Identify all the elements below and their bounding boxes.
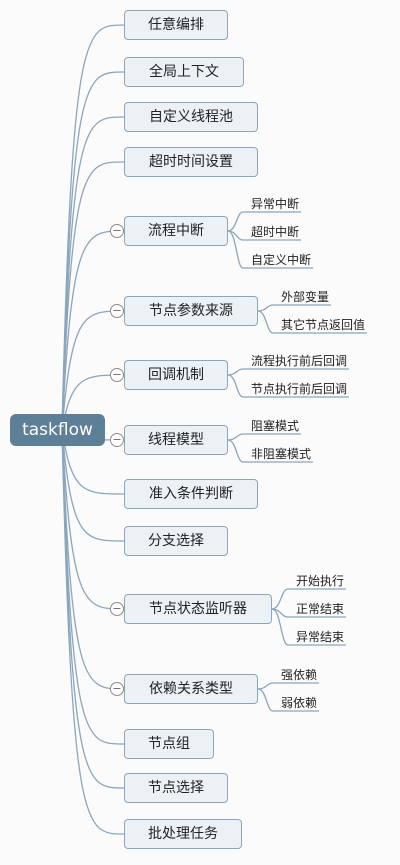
- topic-node[interactable]: 超时时间设置: [124, 147, 258, 177]
- collapse-toggle-icon[interactable]: −: [110, 304, 124, 318]
- branch-connector: [61, 429, 125, 835]
- branch-connector: [61, 429, 125, 690]
- subtopic-label[interactable]: 强依赖: [281, 668, 318, 682]
- subtopic-label[interactable]: 弱依赖: [281, 696, 318, 710]
- subtopic-connector: [271, 588, 346, 610]
- topic-node[interactable]: 流程中断: [124, 216, 228, 246]
- subtopic-label[interactable]: 非阻塞模式: [251, 447, 312, 461]
- branch-connector: [61, 429, 125, 610]
- subtopic-label[interactable]: 正常结束: [296, 602, 345, 616]
- collapse-toggle-icon[interactable]: −: [110, 224, 124, 238]
- subtopic-label[interactable]: 节点执行前后回调: [251, 382, 348, 396]
- subtopic-label[interactable]: 流程执行前后回调: [251, 354, 348, 368]
- topic-node[interactable]: 线程模型: [124, 425, 228, 455]
- subtopic-label[interactable]: 自定义中断: [251, 253, 312, 267]
- collapse-toggle-icon[interactable]: −: [110, 602, 124, 616]
- subtopic-connector: [227, 374, 349, 398]
- topic-node[interactable]: 依赖关系类型: [124, 674, 258, 704]
- subtopic-label[interactable]: 开始执行: [296, 574, 345, 588]
- topic-node[interactable]: 节点状态监听器: [124, 594, 272, 624]
- topic-node[interactable]: 节点参数来源: [124, 296, 258, 326]
- subtopic-label[interactable]: 其它节点返回值: [281, 318, 366, 332]
- subtopic-connector: [257, 688, 319, 712]
- subtopic-connector: [227, 368, 349, 376]
- branch-connector: [61, 161, 125, 431]
- branch-connector: [61, 24, 125, 431]
- topic-node[interactable]: 自定义线程池: [124, 102, 258, 132]
- subtopic-connector: [227, 230, 313, 269]
- subtopic-connector: [257, 310, 367, 334]
- topic-node[interactable]: 回调机制: [124, 360, 228, 390]
- subtopic-connector: [257, 682, 319, 690]
- collapse-toggle-icon[interactable]: −: [110, 682, 124, 696]
- subtopic-connector: [227, 439, 313, 463]
- topic-node[interactable]: 任意编排: [124, 10, 228, 40]
- root-node[interactable]: taskflow: [10, 414, 105, 446]
- branch-connector: [61, 116, 125, 431]
- subtopic-label[interactable]: 超时中断: [251, 225, 300, 239]
- topic-node[interactable]: 批处理任务: [124, 819, 242, 849]
- topic-node[interactable]: 节点选择: [124, 773, 228, 803]
- subtopic-label[interactable]: 异常结束: [296, 630, 345, 644]
- topic-node[interactable]: 分支选择: [124, 526, 228, 556]
- subtopic-label[interactable]: 外部变量: [281, 290, 330, 304]
- subtopic-connector: [227, 211, 301, 232]
- subtopic-connector: [227, 433, 301, 441]
- collapse-toggle-icon[interactable]: −: [110, 433, 124, 447]
- subtopic-connector: [271, 608, 346, 646]
- branch-connector: [61, 71, 125, 431]
- subtopic-label[interactable]: 阻塞模式: [251, 419, 300, 433]
- topic-node[interactable]: 全局上下文: [124, 57, 244, 87]
- topic-node[interactable]: 节点组: [124, 729, 214, 759]
- subtopic-label[interactable]: 异常中断: [251, 197, 300, 211]
- collapse-toggle-icon[interactable]: −: [110, 368, 124, 382]
- branch-connector: [61, 429, 125, 495]
- topic-node[interactable]: 准入条件判断: [124, 479, 258, 509]
- subtopic-connector: [257, 304, 331, 312]
- branch-connector: [61, 429, 125, 542]
